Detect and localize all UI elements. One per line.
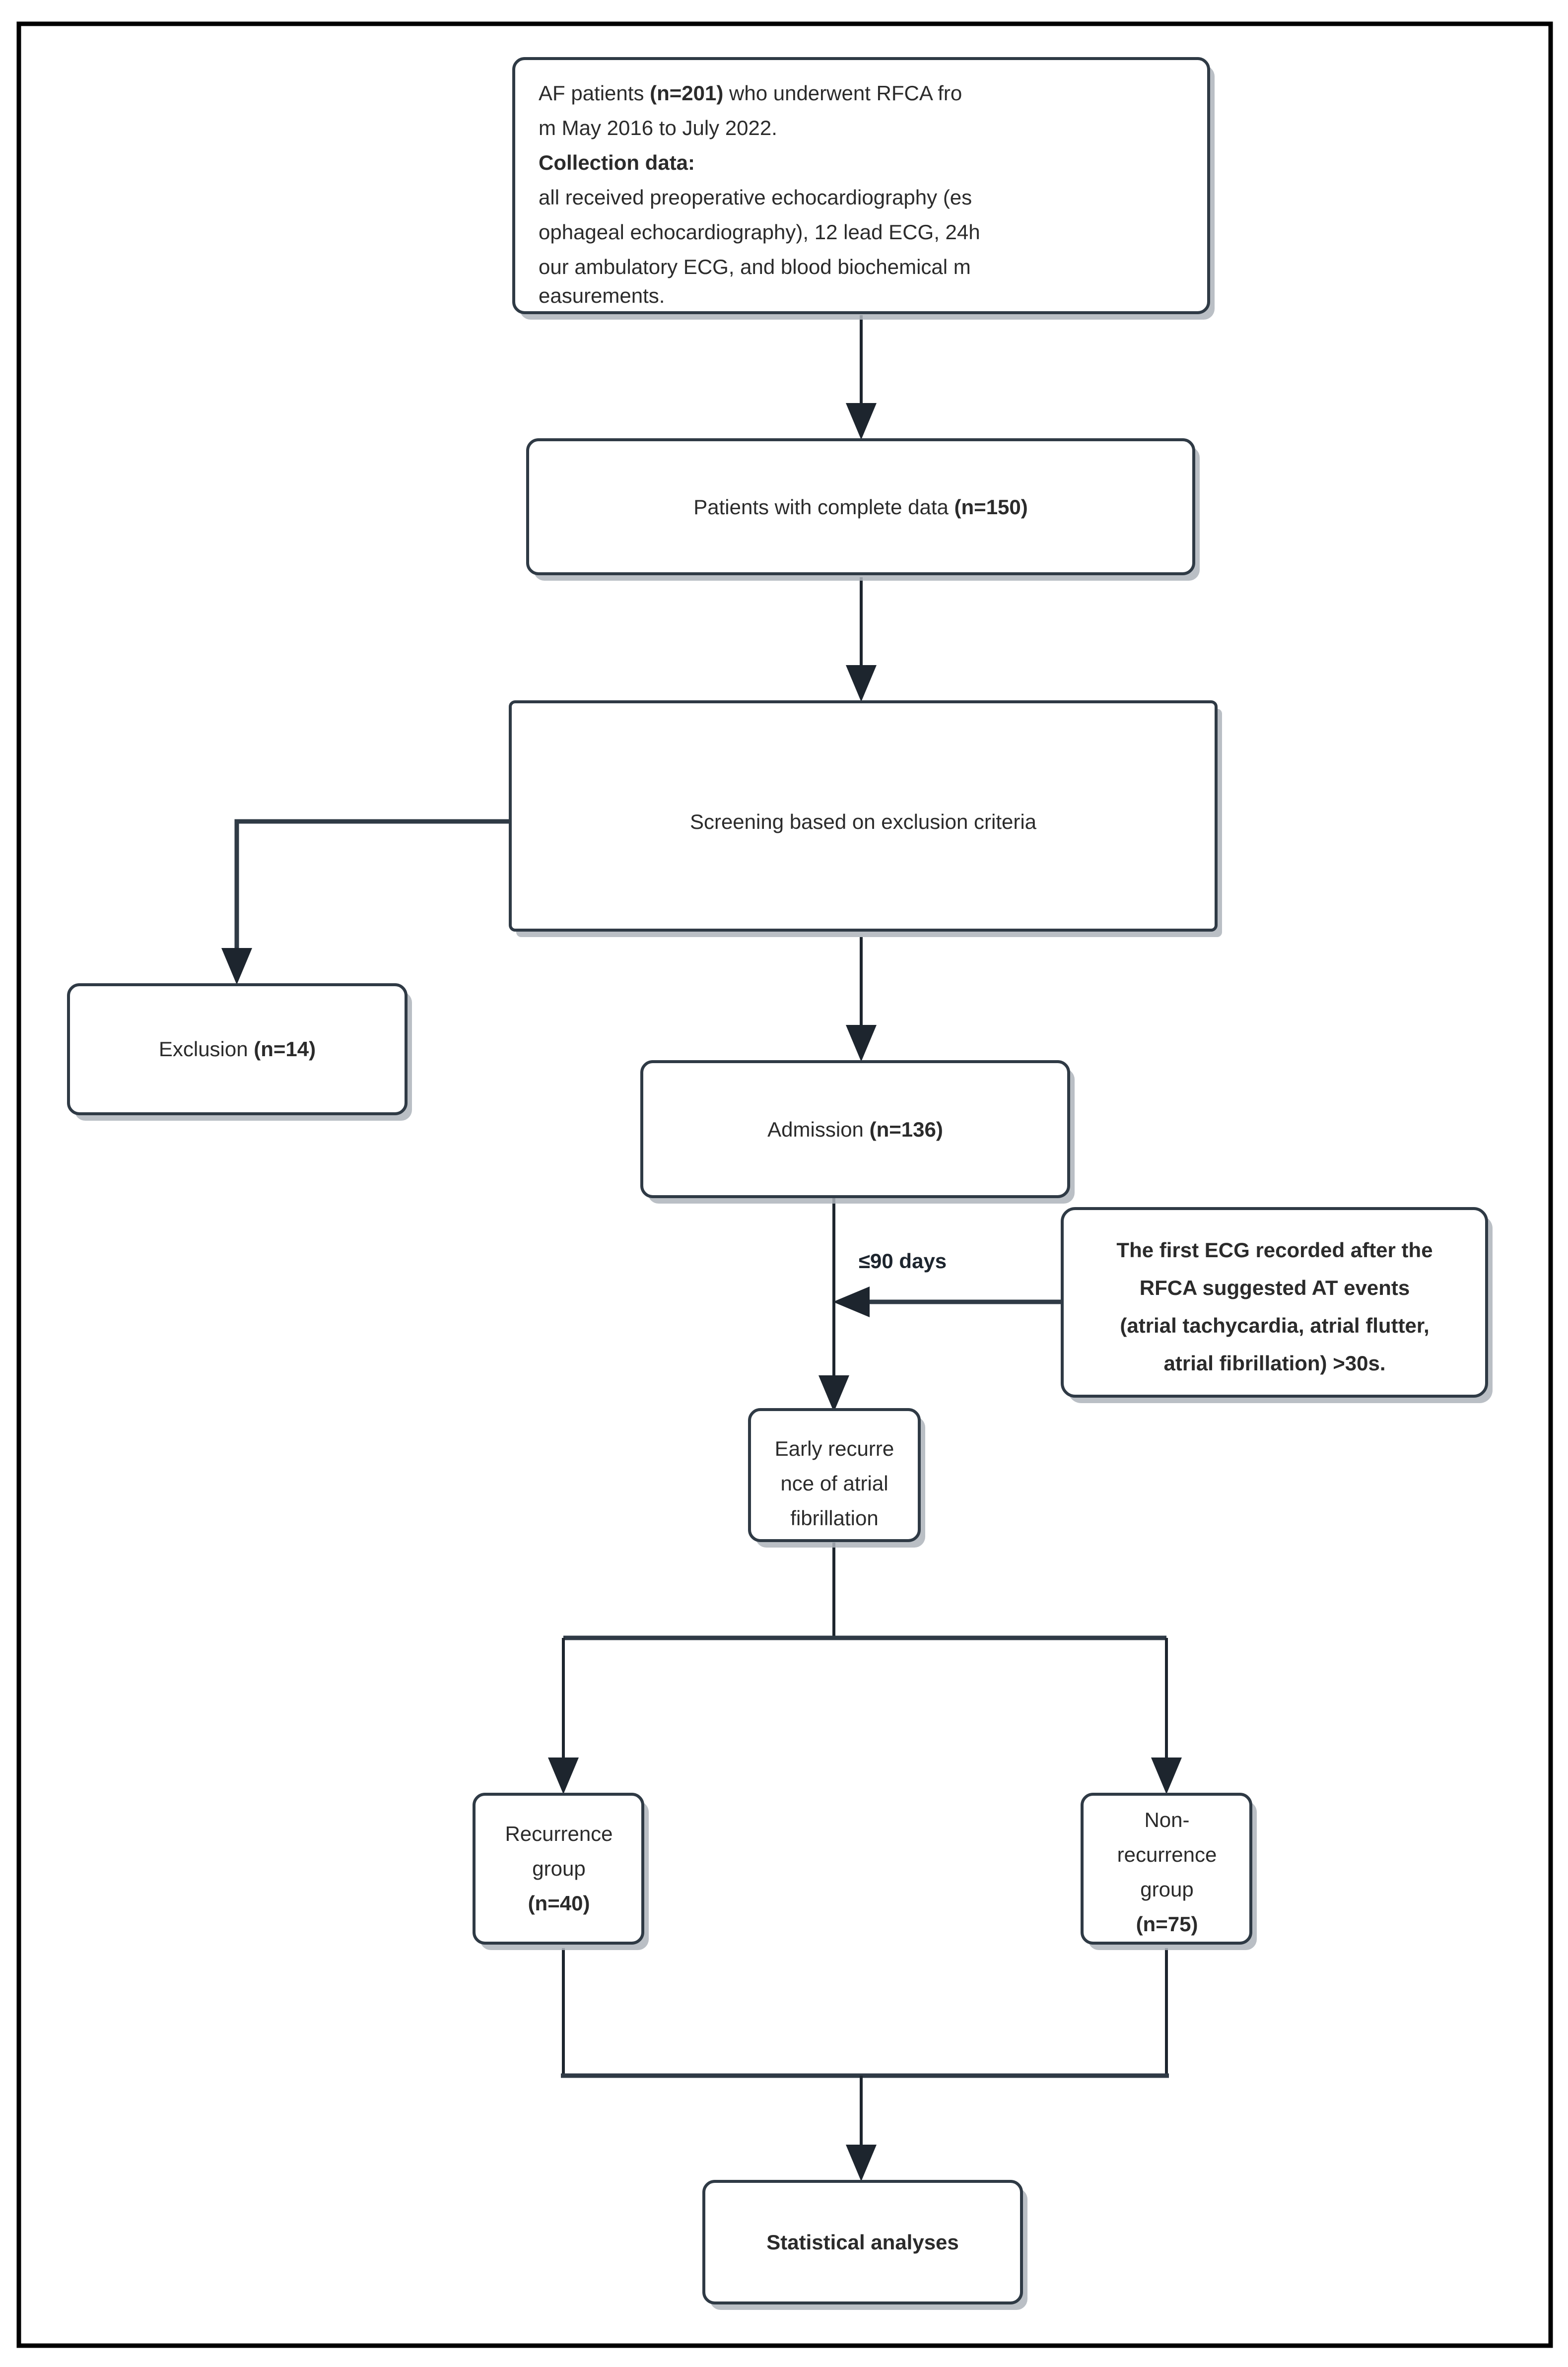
arrowhead-enrollment-to-complete: [846, 403, 877, 440]
figure-frame: [16, 21, 1553, 2348]
exclusion-label: Exclusion (n=14): [159, 1037, 316, 1061]
non-recurrence-group-box[interactable]: [1081, 1793, 1252, 1945]
enrollment-line-4: all received preoperative echocardiograp…: [539, 186, 972, 209]
enrollment-box[interactable]: [512, 57, 1210, 314]
ecg-definition-line-1: The first ECG recorded after the: [1116, 1238, 1432, 1262]
early-recurrence-box[interactable]: [748, 1408, 921, 1542]
ecg-definition-box[interactable]: [1061, 1207, 1488, 1398]
arrowhead-screening-to-admission: [846, 1025, 877, 1062]
early-recurrence-line-1: Early recurre: [775, 1437, 894, 1460]
ecg-definition-line-4: atrial fibrillation) >30s.: [1164, 1352, 1386, 1375]
enrollment-line-7: easurements.: [539, 284, 665, 307]
early-recurrence-line-3: fibrillation: [790, 1506, 878, 1530]
connector-screening-to-exclusion: [234, 819, 510, 963]
arrowhead-merge-to-statistics: [846, 2145, 877, 2181]
non-recurrence-group-node[interactable]: Non- recurrence group (n=75): [1081, 1793, 1257, 1950]
arrowhead-split-to-recurrence: [548, 1758, 579, 1794]
ecg-definition-line-3: (atrial tachycardia, atrial flutter,: [1120, 1314, 1429, 1337]
recurrence-group-line-3: (n=40): [528, 1892, 590, 1915]
ecg-definition-line-2: RFCA suggested AT events: [1140, 1276, 1410, 1299]
enrollment-node[interactable]: AF patients (n=201) who underwent RFCA f…: [512, 57, 1215, 320]
enrollment-line-5: ophageal echocardiography), 12 lead ECG,…: [539, 220, 980, 244]
followup-window-label: ≤90 days: [859, 1249, 947, 1273]
enrollment-line-1: AF patients (n=201) who underwent RFCA f…: [539, 81, 962, 105]
early-recurrence-node[interactable]: Early recurre nce of atrial fibrillation: [748, 1408, 925, 1548]
arrowhead-admission-to-early-recurrence: [818, 1375, 849, 1412]
admission-node[interactable]: Admission (n=136): [640, 1060, 1075, 1204]
recurrence-group-line-2: group: [532, 1857, 585, 1880]
screening-node[interactable]: Screening based on exclusion criteria: [509, 700, 1222, 937]
admission-label: Admission (n=136): [767, 1118, 943, 1141]
enrollment-line-6: our ambulatory ECG, and blood biochemica…: [539, 255, 971, 278]
statistical-analyses-label: Statistical analyses: [766, 2231, 959, 2254]
complete-data-label: Patients with complete data (n=150): [693, 495, 1028, 519]
screening-box[interactable]: [509, 700, 1218, 932]
recurrence-group-box[interactable]: [473, 1793, 644, 1945]
complete-data-box[interactable]: [526, 438, 1195, 575]
complete-data-node[interactable]: Patients with complete data (n=150): [526, 438, 1200, 581]
enrollment-line-3: Collection data:: [539, 151, 695, 174]
arrowhead-split-to-non-recurrence: [1151, 1758, 1182, 1794]
non-recurrence-group-line-2: recurrence: [1117, 1843, 1217, 1866]
non-recurrence-group-line-3: group: [1140, 1878, 1193, 1901]
statistical-analyses-box[interactable]: [702, 2180, 1023, 2304]
non-recurrence-group-line-1: Non-: [1144, 1808, 1189, 1831]
arrowhead-complete-to-screening: [846, 665, 877, 702]
statistical-analyses-node[interactable]: Statistical analyses: [702, 2180, 1027, 2310]
recurrence-group-line-1: Recurrence: [505, 1822, 613, 1845]
connectors-layer: [221, 315, 1182, 2181]
recurrence-group-node[interactable]: Recurrence group (n=40): [473, 1793, 649, 1950]
ecg-definition-node[interactable]: The first ECG recorded after the RFCA su…: [1061, 1207, 1493, 1403]
early-recurrence-line-2: nce of atrial: [780, 1472, 888, 1495]
non-recurrence-group-line-4: (n=75): [1136, 1912, 1198, 1936]
exclusion-box[interactable]: [67, 983, 408, 1115]
screening-label: Screening based on exclusion criteria: [690, 810, 1037, 833]
admission-box[interactable]: [640, 1060, 1070, 1198]
arrowhead-ecg-to-timeline: [833, 1286, 870, 1317]
exclusion-node[interactable]: Exclusion (n=14): [67, 983, 412, 1121]
arrowhead-screening-to-exclusion: [221, 948, 252, 985]
enrollment-line-2: m May 2016 to July 2022.: [539, 116, 777, 139]
